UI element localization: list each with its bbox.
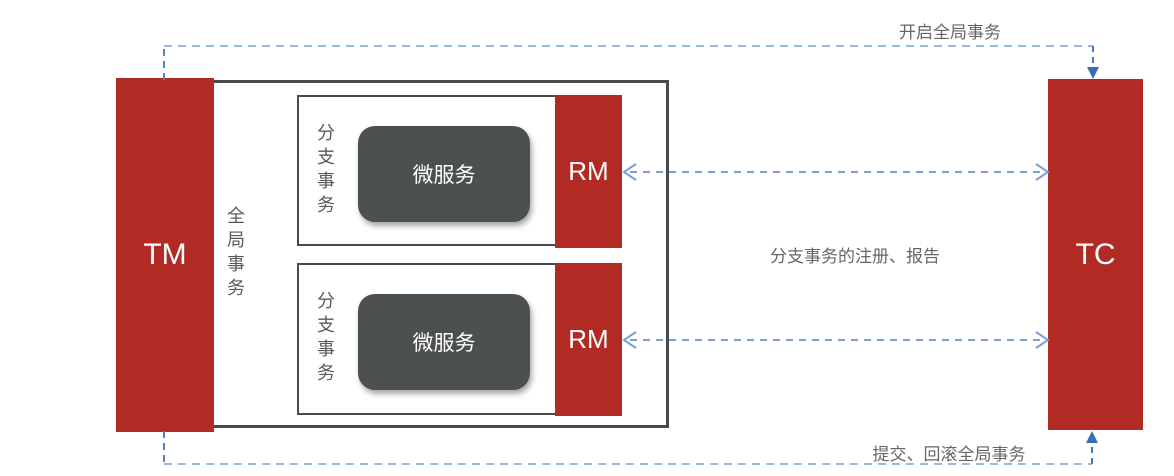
tc-label: TC xyxy=(1075,237,1116,271)
chevron-right-icon xyxy=(1035,331,1050,349)
branch-transaction-label: 分支事务 xyxy=(315,122,335,219)
rm-node-2: RM xyxy=(555,263,622,416)
global-transaction-label: 全局事务 xyxy=(225,206,245,302)
rm-node-1: RM xyxy=(555,95,622,248)
tc-node: TC xyxy=(1048,79,1143,430)
open-global-transaction-label: 开启全局事务 xyxy=(899,23,1001,42)
arrow-down-icon xyxy=(1087,67,1099,79)
arrow-up-icon xyxy=(1086,431,1098,443)
tm-node: TM xyxy=(116,78,214,432)
branch-transaction-label: 分支事务 xyxy=(315,291,335,387)
commit-rollback-label: 提交、回滚全局事务 xyxy=(872,445,1026,464)
rm-label: RM xyxy=(568,156,609,186)
edge-rm2-tc xyxy=(622,331,1050,349)
tm-label: TM xyxy=(143,238,187,271)
edge-rm1-tc xyxy=(622,163,1050,181)
chevron-right-icon xyxy=(1035,163,1050,181)
microservice-label: 微服务 xyxy=(412,164,476,187)
microservice-box-2: 微服务 xyxy=(358,294,530,390)
rm-label: RM xyxy=(568,324,609,354)
branch-register-report-label: 分支事务的注册、报告 xyxy=(770,247,940,266)
microservice-box-1: 微服务 xyxy=(358,126,530,222)
edge-open-global-transaction xyxy=(163,45,1099,80)
microservice-label: 微服务 xyxy=(412,332,476,355)
